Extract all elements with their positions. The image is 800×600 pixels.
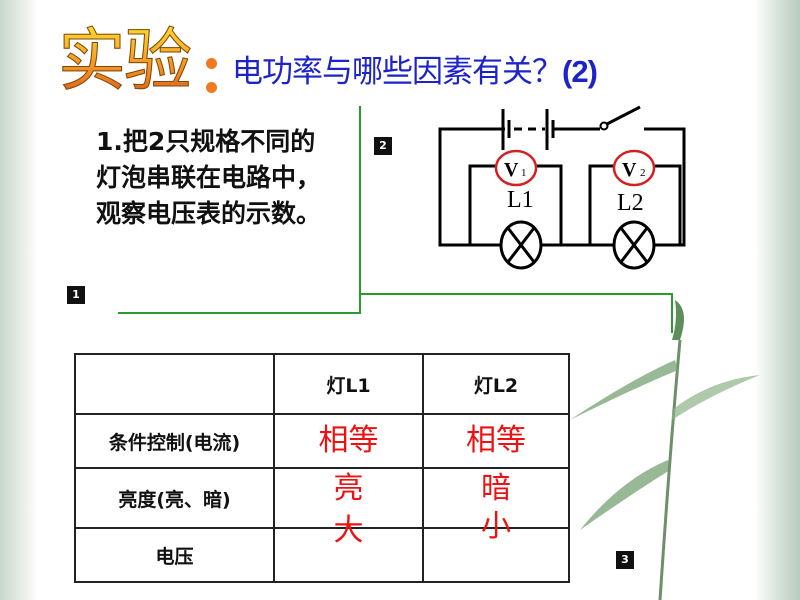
- slide-title-number: (2): [562, 54, 598, 89]
- tag-1: 1: [67, 286, 85, 304]
- row-label-voltage: 电压: [74, 527, 275, 583]
- comparison-table: 灯L1 灯L2 条件控制(电流) 相等 相等 亮度(亮、暗) 亮大 暗小 电压: [74, 353, 570, 583]
- voltmeter-1-subscript: 1: [521, 167, 527, 179]
- row-label-current: 条件控制(电流): [74, 413, 275, 469]
- header-cell-l2: 灯L2: [422, 353, 570, 415]
- voltmeter-2-label: V: [622, 159, 637, 181]
- cell-l1-voltage: [273, 527, 424, 583]
- table-row: 亮度(亮、暗) 亮大 暗小: [74, 467, 570, 548]
- tag-3: 3: [616, 551, 634, 569]
- divider-vertical: [359, 106, 361, 314]
- row-label-brightness: 亮度(亮、暗): [74, 467, 275, 529]
- table-row: 电压: [74, 527, 570, 583]
- tag-2: 2: [374, 137, 392, 155]
- intro-text: 1.把2只规格不同的灯泡串联在电路中，观察电压表的示数。: [96, 127, 322, 228]
- bamboo-background-left: [0, 0, 38, 600]
- bamboo-decoration: [570, 300, 760, 600]
- cell-l2-voltage: [422, 527, 570, 583]
- divider-bottom: [118, 312, 361, 314]
- answer-l1-current: 相等: [318, 423, 379, 458]
- header-cell-l1: 灯L1: [273, 353, 424, 415]
- answer-l2-brightness: 暗: [481, 471, 511, 506]
- table-row: 条件控制(电流) 相等 相等: [74, 413, 570, 469]
- cell-l1-current: 相等: [273, 413, 424, 469]
- divider-right-drop: [671, 293, 673, 333]
- cell-l1-brightness: 亮大: [273, 467, 424, 548]
- title-colon: [206, 58, 218, 94]
- answer-l1-brightness: 亮: [333, 471, 364, 506]
- slide-title-text: 电功率与哪些因素有关？: [232, 54, 563, 89]
- voltmeter-2-subscript: 2: [640, 167, 646, 179]
- cell-l2-brightness: 暗小: [422, 467, 570, 544]
- lamp-2-label: L2: [617, 190, 644, 216]
- cell-l2-current: 相等: [422, 413, 570, 469]
- header-cell-empty: [74, 353, 275, 415]
- divider-right: [360, 293, 673, 295]
- table-header-row: 灯L1 灯L2: [74, 353, 570, 415]
- title-experiment: 实验: [57, 22, 192, 102]
- bamboo-background-right: [755, 0, 800, 600]
- voltmeter-1-label: V: [504, 159, 519, 181]
- lamp-1-label: L1: [507, 187, 534, 213]
- slide-title: 电功率与哪些因素有关？(2): [232, 46, 598, 91]
- answer-l2-current: 相等: [466, 423, 526, 458]
